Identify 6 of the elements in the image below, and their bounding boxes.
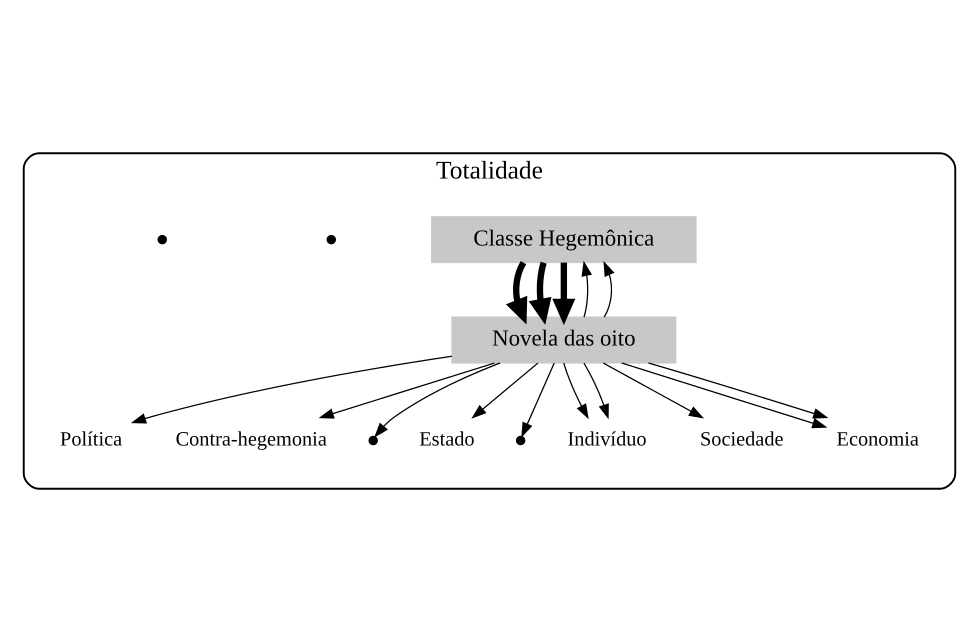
node-text: Sociedade [700, 428, 784, 450]
node-text: Política [60, 428, 122, 450]
node-text: Contra-hegemonia [176, 428, 327, 450]
node-text: Estado [419, 428, 475, 450]
node-text: Indivíduo [568, 428, 647, 450]
node-text: Economia [836, 428, 919, 450]
